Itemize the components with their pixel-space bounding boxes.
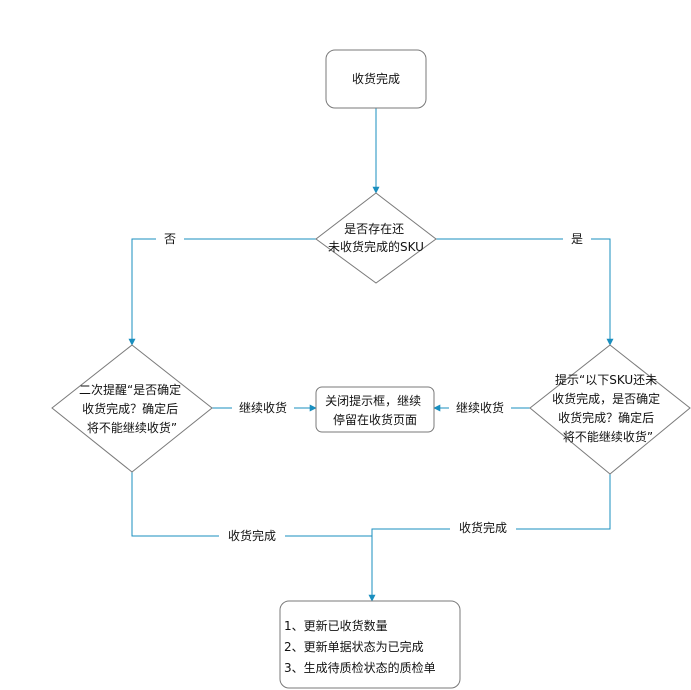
node-close-prompt-line-0: 关闭提示框，继续 <box>325 393 421 408</box>
node-close-prompt-box <box>315 386 435 433</box>
node-decision-right: 提示“以下SKU还未 收货完成，是否确定 收货完成？确定后 将不能继续收货” <box>529 344 691 475</box>
edge-decision-yes <box>436 238 614 346</box>
node-decision-right-shape <box>529 344 691 475</box>
node-close-prompt: 关闭提示框，继续 停留在收货页面 <box>315 386 435 433</box>
node-close-prompt-line-1: 停留在收货页面 <box>333 412 417 427</box>
node-decision-main-line-1: 未收货完成的SKU <box>328 239 424 254</box>
edge-decision-no <box>128 238 316 346</box>
node-decision-left-line-1: 收货完成？确定后 <box>82 401 178 416</box>
svg-text:收货完成: 收货完成 <box>352 71 400 86</box>
node-decision-right-line-0: 提示“以下SKU还未 <box>555 372 657 387</box>
node-result-line-1: 2、更新单据状态为已完成 <box>284 639 424 654</box>
edge-label-yes-text: 是 <box>571 232 583 246</box>
edge-label-continue-right: 继续收货 <box>449 399 511 417</box>
svg-text:1、更新已收货数量 2、更新单据状态为已完成: 1、更新已收货数量 2、更新单据状态为已完成 3、生成待质检状态的质检单 <box>284 618 436 675</box>
node-start-line-0: 收货完成 <box>352 71 400 86</box>
edge-label-complete-left-text: 收货完成 <box>228 528 276 543</box>
node-decision-main-line-0: 是否存在还 <box>344 222 404 236</box>
edge-label-no-text: 否 <box>164 232 176 246</box>
edge-label-no: 否 <box>156 230 184 248</box>
node-result-line-2: 3、生成待质检状态的质检单 <box>284 660 436 675</box>
svg-text:二次提醒“是否确定 收货完成？确定后: 二次提醒“是否确定 收货完成？确定后 将不能继续收货” <box>79 382 185 435</box>
node-start-box <box>325 49 427 109</box>
node-decision-left-line-2: 将不能继续收货” <box>87 420 177 435</box>
node-decision-right-line-3: 将不能继续收货” <box>563 429 653 444</box>
edge-label-continue-left-text: 继续收货 <box>239 400 287 415</box>
svg-text:是否存在还 未收货完成的SKU: 是否存在还 未收货完成的SKU <box>328 222 424 254</box>
edge-label-continue-left: 继续收货 <box>232 399 294 417</box>
node-result: 1、更新已收货数量 2、更新单据状态为已完成 3、生成待质检状态的质检单 <box>279 600 461 689</box>
edge-label-complete-left: 收货完成 <box>219 527 285 545</box>
node-result-box <box>279 600 461 689</box>
node-decision-right-line-2: 收货完成？确定后 <box>558 410 654 425</box>
edge-labels: 否 是 继续收货 继续收货 收货完成 收货完成 <box>156 230 591 545</box>
edge-label-continue-right-text: 继续收货 <box>456 400 504 415</box>
svg-text:关闭提示框，继续 停留在收货页面: 关闭提示框，继续 停留在收货页面 <box>325 393 425 427</box>
node-decision-main-shape <box>315 192 437 284</box>
node-decision-left-shape <box>51 344 213 473</box>
node-decision-left-line-0: 二次提醒“是否确定 <box>79 382 181 397</box>
edges <box>128 108 614 602</box>
node-start: 收货完成 <box>325 49 427 109</box>
edge-label-complete-right-text: 收货完成 <box>459 520 507 535</box>
node-decision-left: 二次提醒“是否确定 收货完成？确定后 将不能继续收货” <box>51 344 213 473</box>
edge-label-yes: 是 <box>563 230 591 248</box>
edge-label-complete-right: 收货完成 <box>450 519 516 537</box>
node-decision-right-line-1: 收货完成，是否确定 <box>552 391 660 406</box>
node-decision-main: 是否存在还 未收货完成的SKU <box>315 192 437 284</box>
node-result-line-0: 1、更新已收货数量 <box>284 618 388 633</box>
svg-text:提示“以下SKU还未 收货完成，是否确定: 提示“以下SKU还未 收货完成，是否确定 收货完成？确定后 将不能继续收货” <box>552 372 664 444</box>
